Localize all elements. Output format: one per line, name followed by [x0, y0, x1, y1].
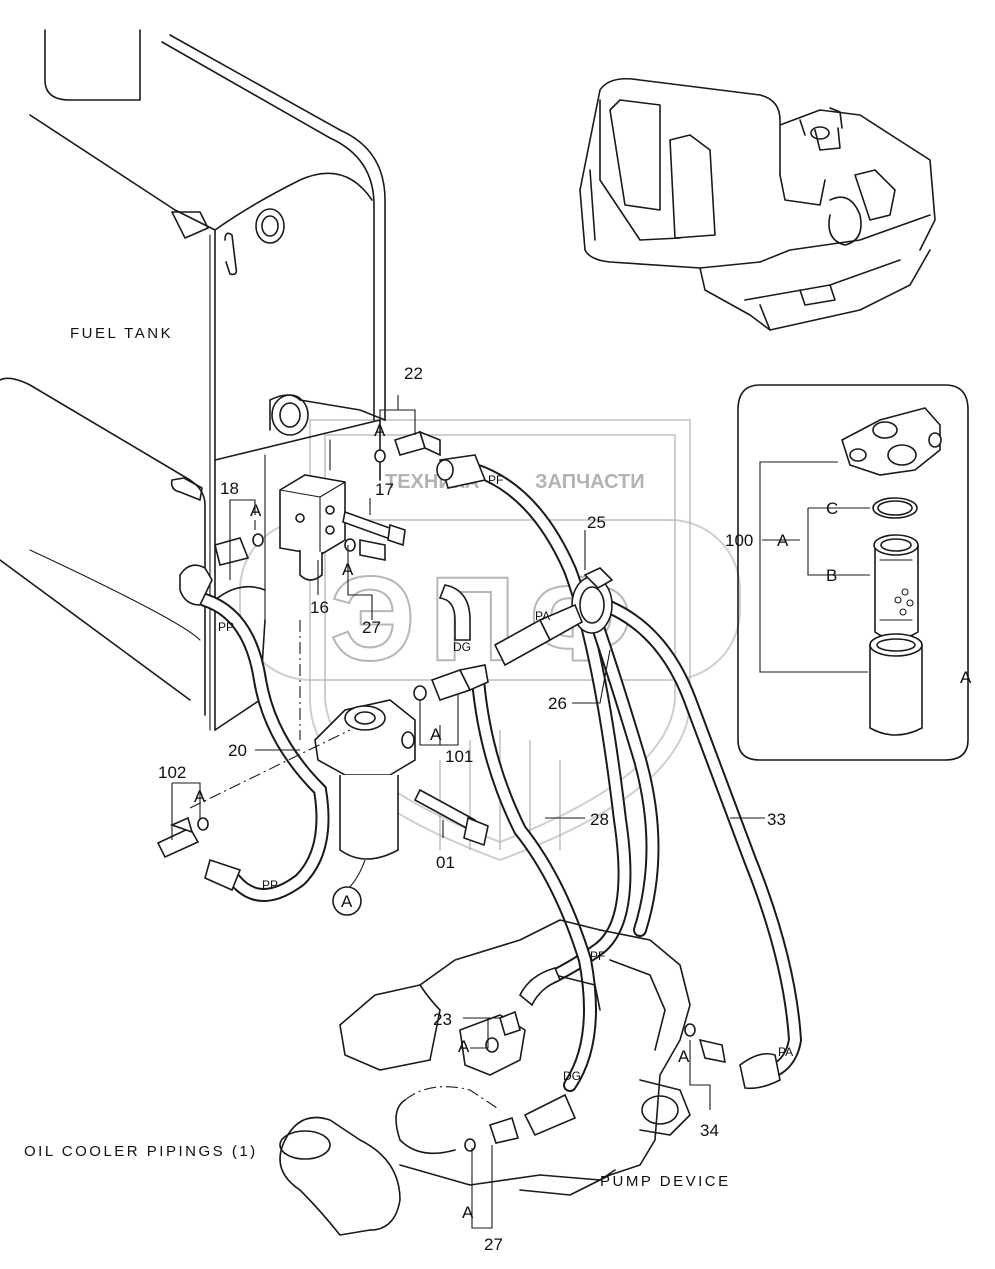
- fitting-101: [413, 664, 489, 701]
- leader-lines: [171, 395, 765, 1229]
- callout-22: 22: [404, 364, 423, 383]
- callout-01: 01: [436, 853, 455, 872]
- callout-102: 102: [158, 763, 186, 782]
- label-b: B: [826, 566, 837, 585]
- tag-pa-upper: PA: [535, 609, 550, 623]
- clamp-25: [571, 567, 614, 634]
- fitting-18: [214, 533, 264, 566]
- callout-18: 18: [220, 479, 239, 498]
- callouts: 22 18 17 16 27 25 26 20 101 102 01 28 33…: [158, 364, 786, 1254]
- callout-28: 28: [590, 810, 609, 829]
- hose-pp: [179, 564, 330, 902]
- hose-pf: [468, 463, 632, 992]
- label-a-34: A: [678, 1047, 690, 1066]
- fitting-pa-end: [493, 603, 584, 667]
- callout-16: 16: [310, 598, 329, 617]
- callout-27-lower: 27: [484, 1235, 503, 1254]
- callout-25: 25: [587, 513, 606, 532]
- pump-device: [279, 919, 691, 1236]
- filter-block: [279, 474, 346, 581]
- label-a-27: A: [342, 560, 354, 579]
- fitting-22: [374, 430, 441, 463]
- circle-a-marker: [332, 886, 362, 916]
- pump-fittings: [464, 967, 781, 1152]
- tag-pp-upper: PP: [218, 620, 234, 634]
- circle-a-label: A: [341, 892, 353, 911]
- watermark-line2: ЗАПЧАСТИ: [535, 471, 645, 493]
- bolt-17: [342, 510, 406, 547]
- tee-102: [156, 816, 242, 892]
- label-a-27-lower: A: [462, 1203, 474, 1222]
- label-a-102: A: [194, 787, 206, 806]
- reference-letters: A A A A A A A A A: [194, 421, 690, 1222]
- callout-23: 23: [433, 1010, 452, 1029]
- callout-20: 20: [228, 741, 247, 760]
- pump-device-caption: PUMP DEVICE: [600, 1173, 731, 1190]
- label-a-box: A: [960, 668, 972, 687]
- fuel-tank-caption: FUEL TANK: [70, 325, 173, 342]
- tag-pp-lower: PP: [262, 878, 278, 892]
- tag-dg-upper: DG: [453, 640, 471, 654]
- label-a-101: A: [430, 725, 442, 744]
- hose-26: [578, 583, 660, 937]
- callout-17: 17: [375, 480, 394, 499]
- callout-34: 34: [700, 1121, 719, 1140]
- hose-dg: [471, 673, 597, 1092]
- fuel-tank: FUEL TANK: [0, 29, 386, 731]
- label-c: C: [826, 499, 838, 518]
- tag-pf-upper: PF: [488, 473, 503, 487]
- fitting-pf-end: [436, 454, 487, 489]
- callout-27-upper: 27: [362, 618, 381, 637]
- hose-tags: PP PP PF PF PA PA DG DG: [218, 473, 793, 1083]
- oil-cooler-caption: OIL COOLER PIPINGS (1): [24, 1143, 258, 1160]
- elbow-dg: [438, 584, 471, 641]
- oil-filter: [314, 699, 489, 860]
- label-a-23: A: [458, 1037, 470, 1056]
- excavator-inset: [579, 77, 936, 331]
- callout-26: 26: [548, 694, 567, 713]
- callout-101: 101: [445, 747, 473, 766]
- label-a-18: A: [250, 501, 262, 520]
- tag-pf-lower: PF: [590, 949, 605, 963]
- tag-dg-lower: DG: [563, 1069, 581, 1083]
- hose-pa: [583, 593, 803, 1082]
- label-a-inset: A: [777, 531, 789, 550]
- callout-33: 33: [767, 810, 786, 829]
- filter-parts-inset: 100 A C B A: [725, 384, 972, 761]
- label-a-22: A: [374, 421, 386, 440]
- callout-100: 100: [725, 531, 753, 550]
- fitting-27-upper: [344, 538, 386, 561]
- tag-pa-lower: PA: [778, 1045, 793, 1059]
